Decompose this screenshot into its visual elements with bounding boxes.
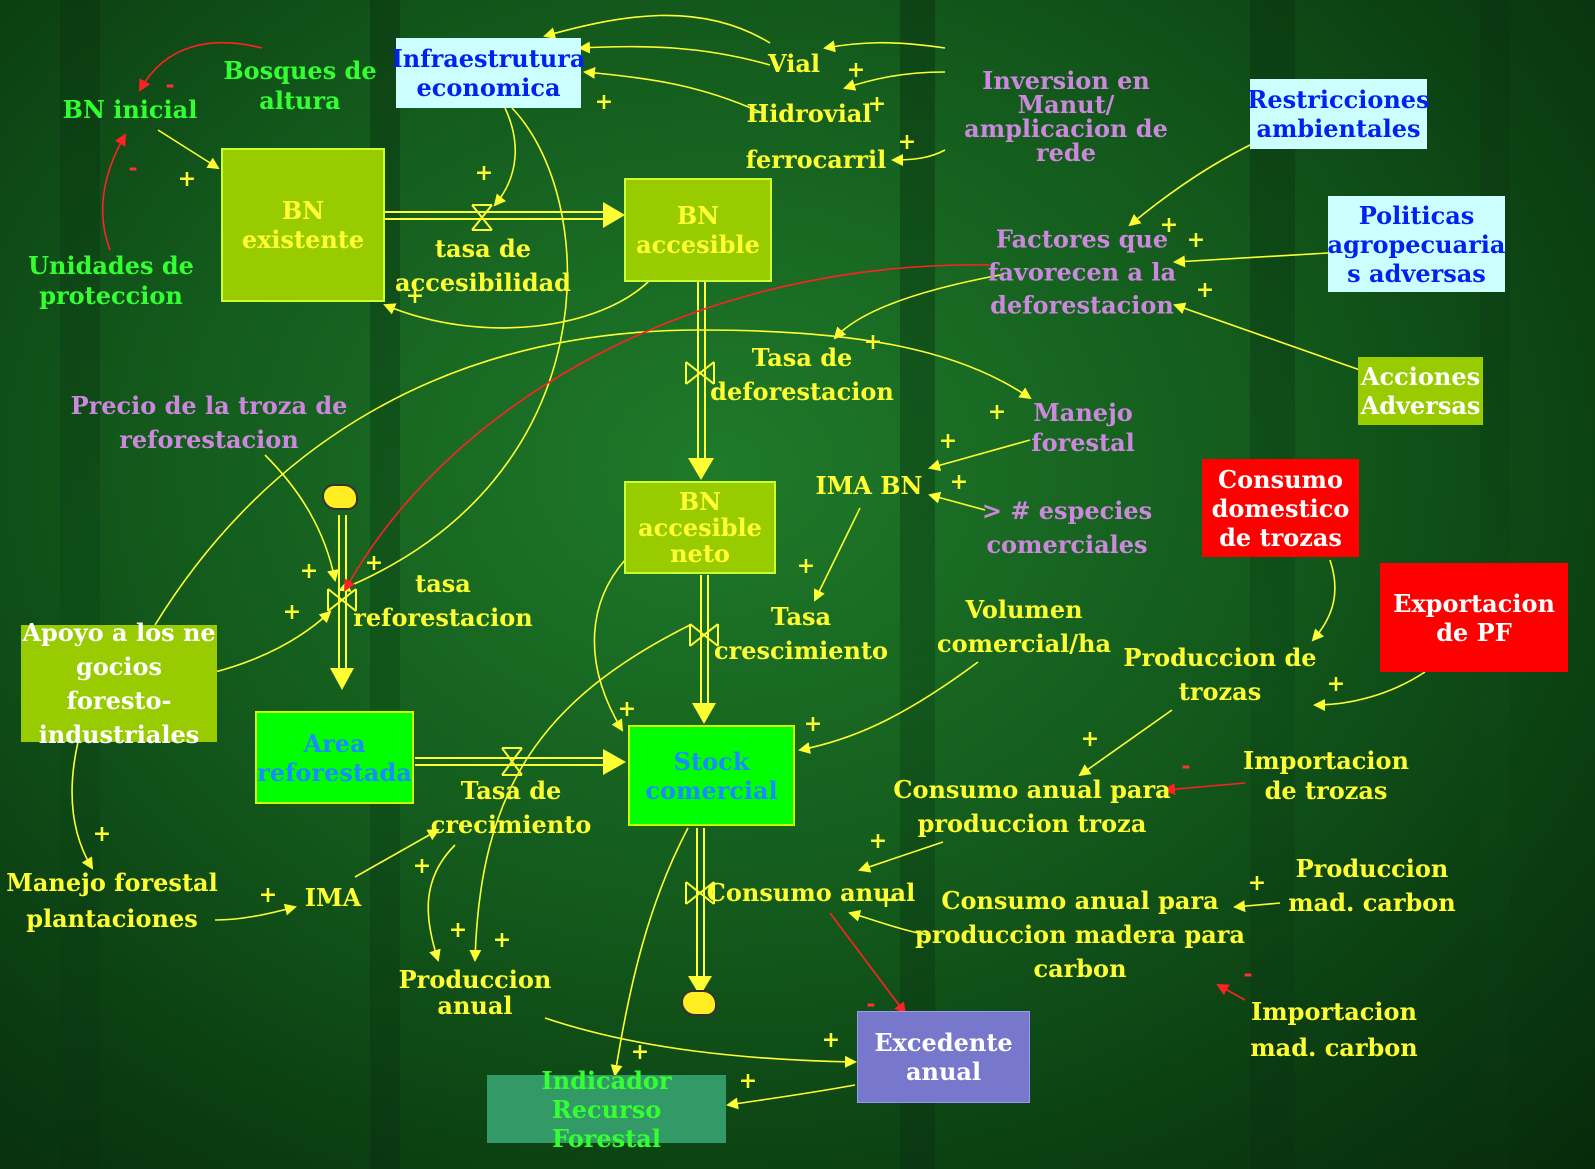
polarity-plus: +	[92, 821, 112, 847]
source-cloud-icon	[322, 484, 358, 510]
polarity-minus: -	[165, 72, 175, 98]
polarity-plus: +	[846, 57, 866, 83]
polarity-plus: +	[617, 696, 637, 722]
polarity-plus: +	[594, 89, 614, 115]
polarity-plus: +	[177, 166, 197, 192]
polarity-plus: +	[876, 887, 896, 913]
sink-cloud-icon	[681, 990, 717, 1016]
label-hidrovial: Hidrovial	[746, 99, 872, 128]
polarity-plus: +	[405, 283, 425, 309]
label-consumo-anual: Consumo anual	[706, 878, 916, 907]
polarity-plus: +	[1247, 870, 1267, 896]
polarity-plus: +	[474, 160, 494, 186]
label-ferrocarril: ferrocarril	[745, 145, 887, 174]
polarity-plus: +	[299, 558, 319, 584]
polarity-plus: +	[821, 1027, 841, 1053]
polarity-plus: +	[412, 853, 432, 879]
polarity-plus: +	[738, 1068, 758, 1094]
polarity-minus: -	[1243, 961, 1253, 987]
polarity-plus: +	[803, 711, 823, 737]
polarity-plus: +	[949, 469, 969, 495]
polarity-plus: +	[282, 599, 302, 625]
polarity-plus: +	[987, 399, 1007, 425]
polarity-plus: +	[1080, 726, 1100, 752]
polarity-plus: +	[867, 91, 887, 117]
flow-valves	[327, 204, 719, 905]
label-ima-bn: IMA BN	[815, 471, 923, 500]
polarity-plus: +	[897, 129, 917, 155]
polarity-plus: +	[258, 882, 278, 908]
polarity-plus: +	[1195, 277, 1215, 303]
polarity-plus: +	[863, 329, 883, 355]
polarity-plus: +	[492, 927, 512, 953]
polarity-plus: +	[448, 917, 468, 943]
polarity-minus: -	[1181, 753, 1191, 779]
polarity-minus: -	[866, 991, 876, 1017]
stock-bn-existente: BN existente	[221, 148, 385, 302]
polarity-minus: -	[128, 155, 138, 181]
polarity-plus: +	[938, 428, 958, 454]
polarity-plus: +	[868, 828, 888, 854]
polarity-plus: +	[1326, 671, 1346, 697]
polarity-plus: +	[630, 1039, 650, 1065]
polarity-plus: +	[796, 553, 816, 579]
label-vial: Vial	[768, 49, 820, 78]
polarity-plus: +	[1159, 212, 1179, 238]
polarity-plus: +	[1186, 227, 1206, 253]
flow-arrowheads	[330, 202, 716, 996]
label-bn-inicial: BN inicial	[62, 95, 198, 124]
label-ima: IMA	[304, 883, 362, 912]
polarity-plus: +	[364, 550, 384, 576]
